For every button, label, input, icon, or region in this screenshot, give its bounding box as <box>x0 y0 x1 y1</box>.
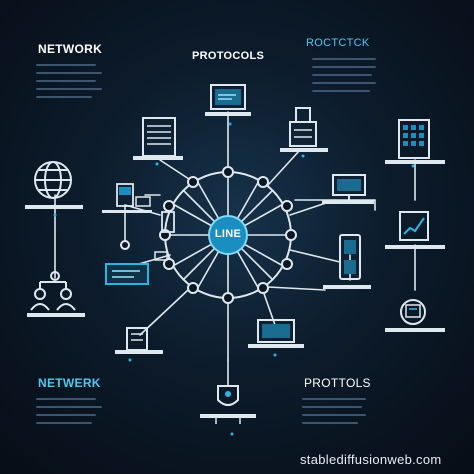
label-protocols-bottom: PROTTOLS <box>304 376 371 390</box>
text-stub <box>302 398 366 400</box>
hub-label: LINE <box>214 228 242 240</box>
text-stub <box>312 90 370 92</box>
text-stub <box>312 82 376 84</box>
text-stub <box>36 80 96 82</box>
hub-node <box>208 215 248 255</box>
label-protocols-top-right: ROCTCTCK <box>306 37 370 49</box>
server-icon <box>280 107 328 152</box>
chart-monitor-icon <box>385 211 445 249</box>
text-stub <box>312 66 376 68</box>
text-stub <box>302 406 362 408</box>
laptop-icon <box>248 319 304 348</box>
monitor-icon <box>205 84 251 116</box>
globe-icon <box>34 161 72 199</box>
monitor-icon <box>105 263 149 285</box>
router-icon <box>385 299 445 332</box>
monitor-icon <box>322 174 374 204</box>
text-stub <box>36 406 102 408</box>
text-stub <box>302 422 358 424</box>
desktop-icon <box>102 183 152 213</box>
phone-icon <box>323 234 371 289</box>
label-network-top: NETWORK <box>38 42 103 56</box>
label-protocols-top: PROTOCOLS <box>192 50 265 62</box>
text-stub <box>36 96 92 98</box>
accent-dots <box>53 122 415 436</box>
text-stub <box>36 64 96 66</box>
ring-nodes <box>120 166 297 304</box>
text-stub <box>36 422 92 424</box>
text-stub <box>36 398 96 400</box>
text-stub <box>36 72 102 74</box>
text-stub <box>312 74 372 76</box>
watermark: stablediffusionweb.com <box>300 452 442 467</box>
label-network-bottom: NETWERK <box>38 376 101 390</box>
text-stub <box>312 58 376 60</box>
text-stub <box>302 414 366 416</box>
device-icon <box>115 327 163 354</box>
phone-icon <box>154 211 175 261</box>
text-stub <box>36 414 96 416</box>
person-icon <box>30 271 76 311</box>
router-icon <box>200 385 256 424</box>
tablet-icon <box>385 119 445 164</box>
text-stub <box>36 88 102 90</box>
server-icon <box>133 117 183 160</box>
